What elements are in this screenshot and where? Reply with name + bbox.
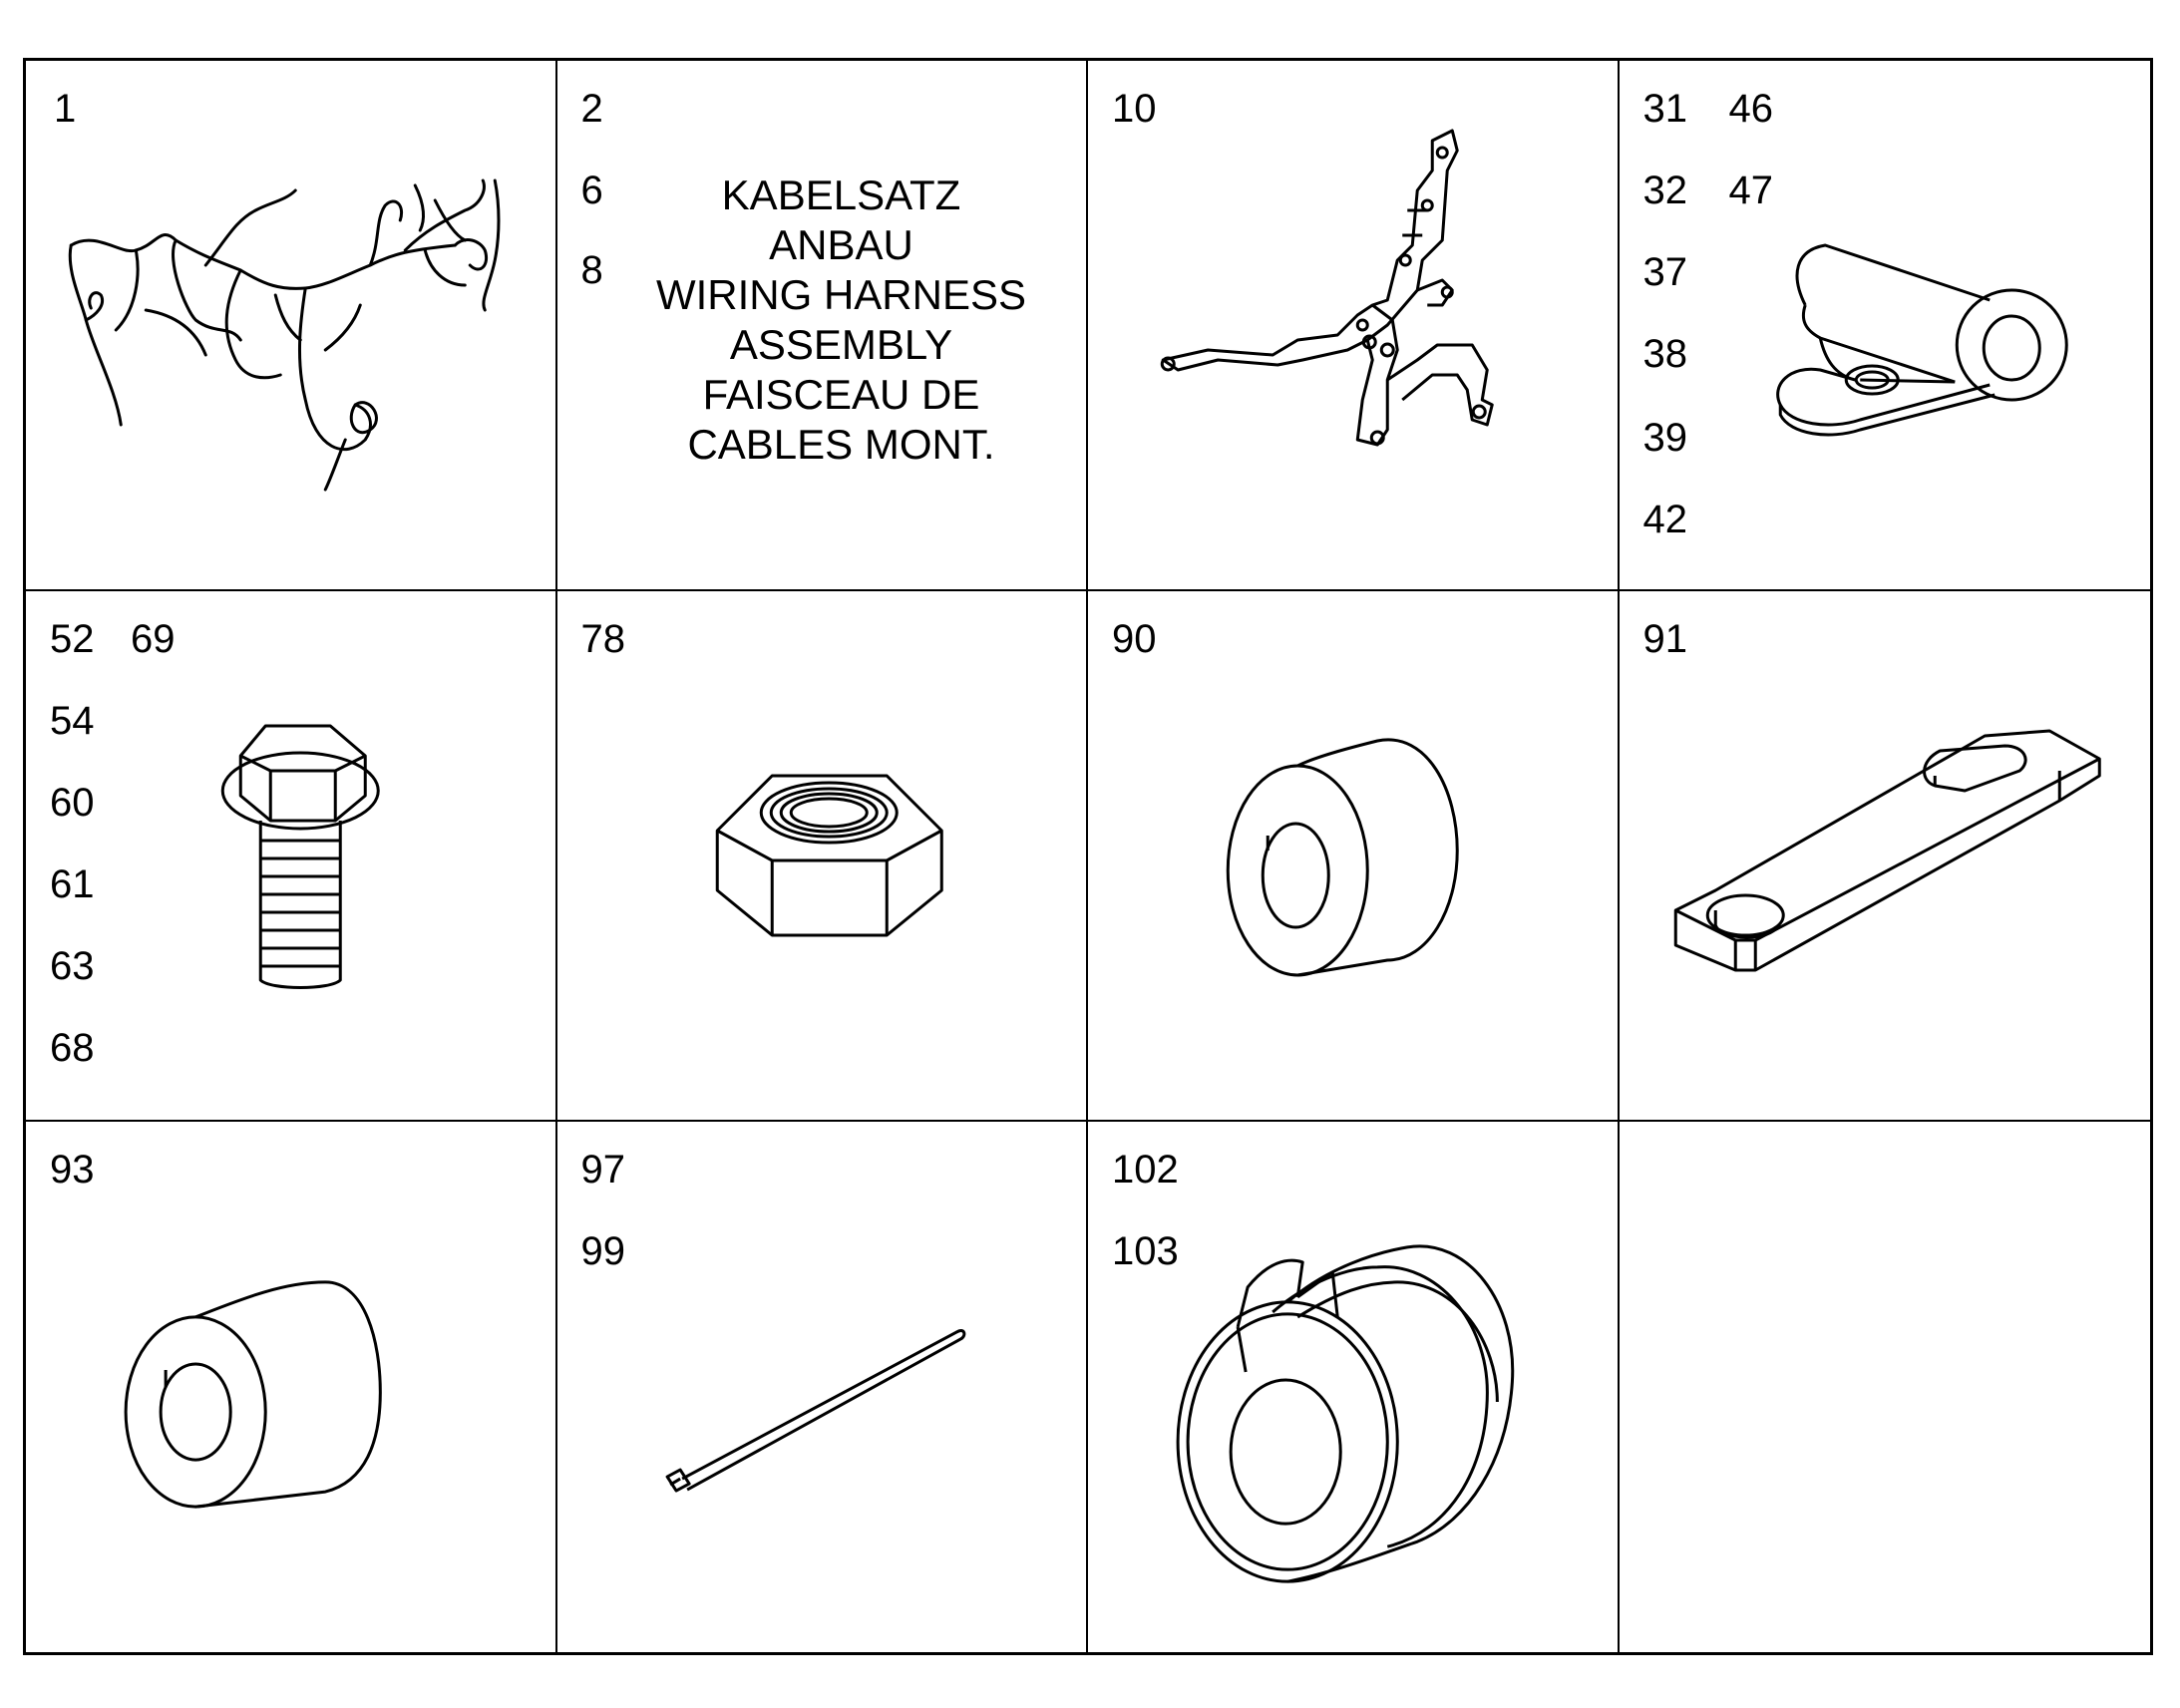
part-number: 60 bbox=[50, 781, 95, 825]
part-number: 1 bbox=[54, 87, 77, 131]
bracket-icon bbox=[1088, 61, 1618, 589]
part-cell-2: 2 6 8 KABELSATZ ANBAU WIRING HARNESS ASS… bbox=[556, 61, 1088, 591]
part-cell-empty bbox=[1620, 1122, 2151, 1652]
hex-nut-icon bbox=[557, 591, 1087, 1120]
part-number: 91 bbox=[1642, 617, 1688, 661]
part-cell-1: 1 bbox=[26, 61, 557, 591]
part-number: 68 bbox=[50, 1026, 95, 1070]
part-number: 97 bbox=[580, 1148, 626, 1192]
part-number: 47 bbox=[1728, 169, 1774, 212]
part-number: 2 bbox=[580, 87, 603, 131]
slotted-plate-icon bbox=[1620, 591, 2151, 1120]
part-cell-97: 97 99 bbox=[557, 1122, 1088, 1652]
flange-bolt-icon bbox=[26, 591, 555, 1120]
description-line: ASSEMBLY bbox=[729, 321, 953, 368]
part-number: 78 bbox=[580, 617, 626, 661]
part-number: 102 bbox=[1112, 1148, 1179, 1192]
description-line: FAISCEAU DE bbox=[702, 371, 980, 418]
part-number: 31 bbox=[1642, 87, 1688, 131]
part-number: 93 bbox=[50, 1148, 95, 1192]
part-number: 32 bbox=[1642, 169, 1688, 212]
part-number: 39 bbox=[1642, 416, 1688, 460]
part-number: 42 bbox=[1642, 498, 1688, 541]
part-cell-52: 52 69 54 60 61 63 68 bbox=[26, 591, 557, 1122]
part-number: 6 bbox=[580, 169, 603, 212]
cable-clamp-icon bbox=[1620, 61, 2151, 589]
part-cell-10: 10 bbox=[1088, 61, 1620, 591]
description-line: ANBAU bbox=[769, 221, 913, 268]
parts-grid: 1 2 6 8 KABELSATZ bbox=[23, 58, 2153, 1655]
part-number: 10 bbox=[1112, 87, 1157, 131]
part-cell-78: 78 bbox=[556, 591, 1088, 1122]
part-number: 99 bbox=[580, 1229, 626, 1273]
spacer-icon bbox=[26, 1122, 555, 1652]
part-cell-102: 102 103 bbox=[1088, 1122, 1620, 1652]
part-number: 8 bbox=[580, 248, 603, 292]
description-line: WIRING HARNESS bbox=[655, 271, 1027, 318]
part-number: 37 bbox=[1642, 250, 1688, 294]
part-description: KABELSATZ ANBAU WIRING HARNESS ASSEMBLY … bbox=[617, 171, 1066, 470]
part-number: 63 bbox=[50, 944, 95, 988]
part-cell-31: 31 46 32 47 37 38 39 42 bbox=[1619, 61, 2151, 591]
part-number: 61 bbox=[50, 862, 95, 906]
part-number: 103 bbox=[1112, 1229, 1179, 1273]
wiring-harness-icon bbox=[26, 61, 555, 589]
part-number: 38 bbox=[1642, 332, 1688, 376]
description-line: CABLES MONT. bbox=[687, 421, 995, 468]
description-line: KABELSATZ bbox=[721, 171, 961, 218]
part-cell-91: 91 bbox=[1619, 591, 2151, 1122]
part-number: 54 bbox=[50, 699, 95, 743]
grommet-icon bbox=[1088, 1122, 1618, 1652]
part-cell-90: 90 bbox=[1088, 591, 1620, 1122]
part-number: 90 bbox=[1112, 617, 1157, 661]
cable-tie-icon bbox=[557, 1122, 1087, 1652]
part-number: 52 bbox=[50, 617, 95, 661]
spacer-icon bbox=[1088, 591, 1618, 1120]
part-number: 69 bbox=[131, 617, 176, 661]
part-cell-93: 93 bbox=[26, 1122, 557, 1652]
part-number: 46 bbox=[1728, 87, 1774, 131]
